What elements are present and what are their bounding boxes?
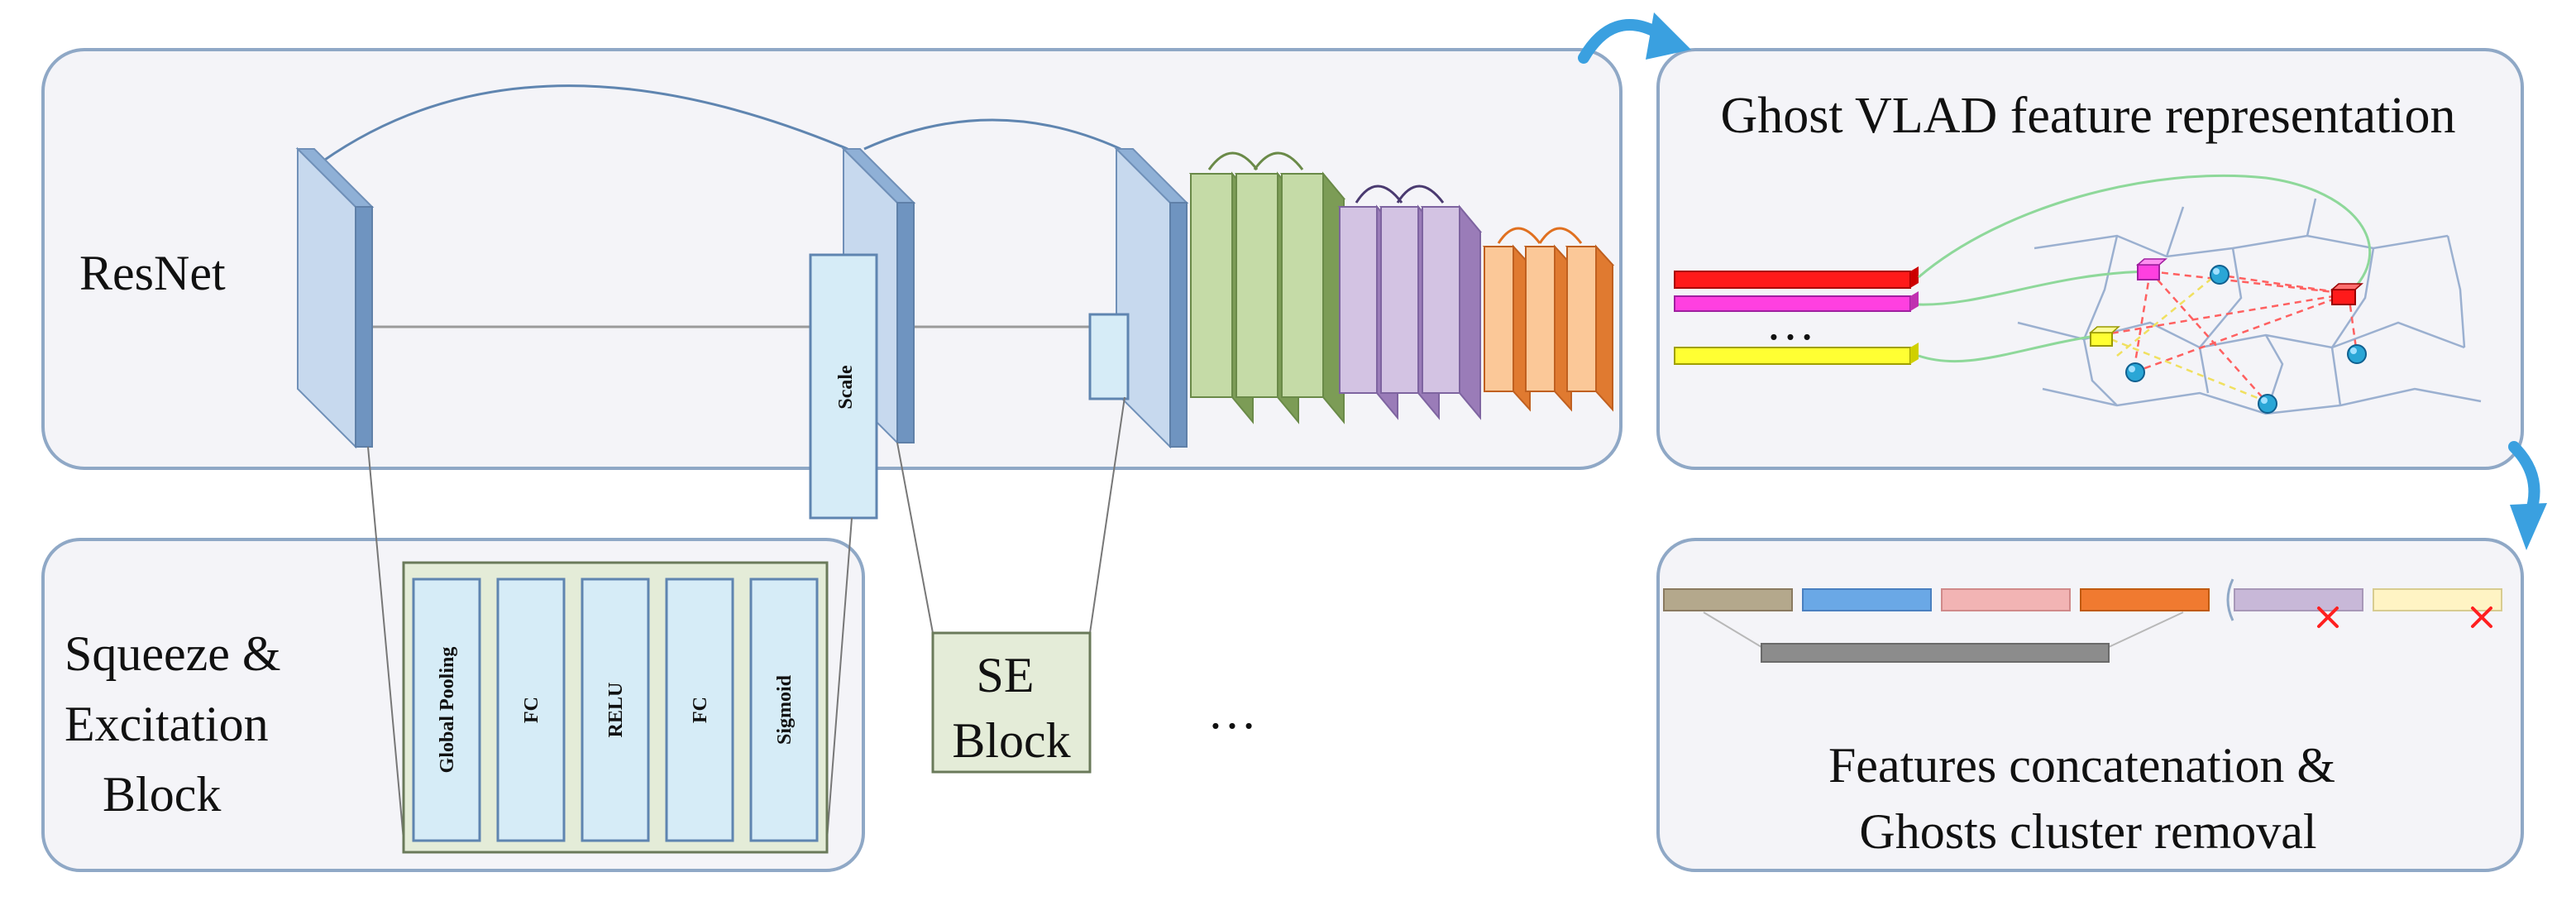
se-panel-title-line-1: Squeeze & [65,626,281,681]
funnel-line-right [826,517,853,841]
remove-x-icon-2 [2471,606,2492,628]
resnet-purple-layers [1337,185,1483,420]
concat-caption: Features concatenation & Ghosts cluster … [1828,738,2348,859]
feature-connections [1918,174,2372,363]
voronoi-network [2017,198,2482,415]
se-layer-fc-1-label: FC [521,697,542,723]
se-panel-title-line-2: Excitation [65,697,269,751]
ghost-vlad-title: Ghost VLAD feature representation [1721,88,2456,144]
curved-arrow-top-icon [1578,12,1691,64]
se-block-label: SE Block [952,648,1070,768]
feature-bar-magenta [1674,291,1919,312]
concat-segment-2 [1802,588,1932,611]
se-layer-fc-1: FC [496,578,566,842]
funnel-line-left [367,446,404,841]
se-layer-sigmoid-label: Sigmoid [774,674,796,745]
se-panel-title: Squeeze & Excitation Block [65,626,294,822]
feature-bar-yellow [1674,343,1919,365]
se-layer-global-pooling-label: Global Pooling [437,647,458,774]
skip-arc-1 [322,84,848,163]
concat-segment-ghost-2 [2373,588,2502,611]
se-layer-sigmoid: Sigmoid [749,578,819,842]
scale-label: Scale [835,365,857,410]
resnet-blue-layer-3 [1114,146,1189,449]
se-panel-title-line-3: Block [103,767,221,822]
skip-arc-2 [863,118,1121,151]
curved-arrow-right-icon [2508,441,2547,550]
concat-result-bar [1761,643,2110,663]
concat-segment-3 [1941,588,2071,611]
resnet-orange-layers [1482,227,1615,412]
ghost-relations [2100,270,2359,402]
resnet-green-layers [1188,151,1346,424]
funnel-line-se-block-right [1089,396,1126,634]
resnet-label: ResNet [79,246,226,300]
se-block-label-line-2: Block [952,713,1070,768]
se-block-box [931,631,1092,774]
se-mini-block [1088,313,1130,400]
cluster-cube-yellow [2089,326,2120,347]
concat-bracket-right [2108,611,2184,648]
se-layer-fc-2-label: FC [690,697,711,723]
funnel-line-se-block-left [896,442,934,634]
se-layer-global-pooling: Global Pooling [412,578,481,842]
se-layer-relu: RELU [581,578,650,842]
cluster-cube-red [2330,283,2363,305]
cluster-cube-magenta [2136,258,2167,280]
main-ellipsis: … [1207,684,1257,739]
concat-segment-1 [1663,588,1793,611]
cluster-center-2 [2125,362,2145,382]
scale-block [809,253,878,520]
cluster-center-4 [2258,394,2277,414]
ghost-ellipsis: … [1766,295,1815,350]
concat-separator [2226,578,2234,621]
remove-x-icon-1 [2317,606,2339,628]
se-layer-fc-2: FC [665,578,734,842]
concat-caption-line-1: Features concatenation & [1828,738,2335,793]
concat-caption-line-2: Ghosts cluster removal [1859,804,2316,859]
se-layer-relu-label: RELU [605,683,627,738]
concat-segment-4 [2080,588,2210,611]
cluster-center-1 [2210,265,2230,285]
resnet-blue-layer-1 [295,146,375,449]
feature-bar-red [1674,266,1919,289]
ghost-relations-yellow [2100,274,2267,403]
se-block-label-line-1: SE [976,648,1034,702]
concat-panel [1656,538,2524,872]
concat-bracket-left [1703,611,1762,648]
cluster-center-3 [2347,344,2367,364]
concat-segment-ghost-1 [2234,588,2363,611]
